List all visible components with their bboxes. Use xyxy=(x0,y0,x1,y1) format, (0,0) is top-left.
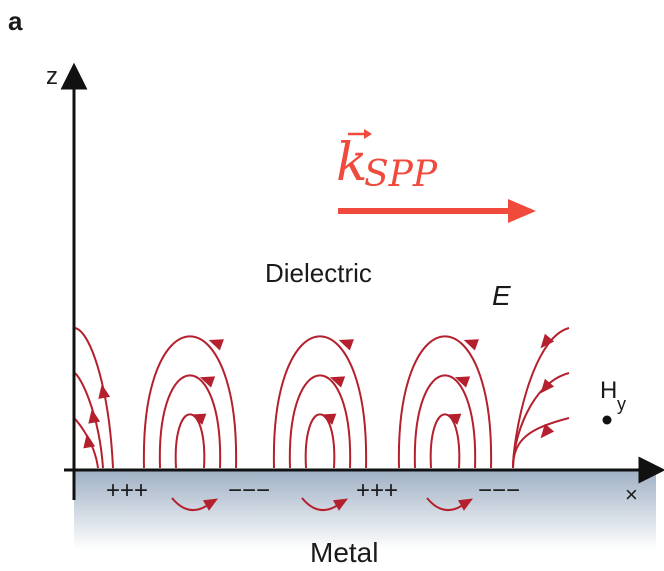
dielectric-label: Dielectric xyxy=(265,258,372,288)
panel-label: a xyxy=(8,6,23,36)
charge-group-4: −−− xyxy=(478,477,520,504)
e-field-label: E xyxy=(492,280,511,311)
x-axis-label: × xyxy=(625,482,638,507)
field-partial-arrowhead xyxy=(540,378,555,394)
field-partial-arrowhead xyxy=(540,333,555,349)
field-arch-arrowhead xyxy=(463,339,479,351)
h-field-dot xyxy=(602,415,612,425)
field-partial-arrowhead xyxy=(540,423,555,439)
field-arch-arrowhead xyxy=(454,376,471,388)
field-arch-arrowhead xyxy=(208,339,224,351)
k-vector-overarrow-head xyxy=(364,129,372,139)
field-arch-line xyxy=(272,335,368,469)
field-arch-line xyxy=(174,413,206,469)
field-partial-arrowhead xyxy=(98,384,111,399)
field-arch-arrowhead xyxy=(321,413,337,425)
field-arch-line xyxy=(429,413,461,469)
k-spp-label: k SPP xyxy=(336,129,438,195)
field-arch-arrowhead xyxy=(199,376,216,388)
charge-group-2: −−− xyxy=(228,477,270,504)
metal-slab xyxy=(74,470,656,550)
electric-field-lines xyxy=(73,327,570,511)
field-partial-arrowhead xyxy=(83,433,96,449)
field-arch-line xyxy=(304,413,336,469)
field-partial-line xyxy=(512,327,570,469)
field-arch-arrowhead xyxy=(191,413,207,425)
k-symbol: k xyxy=(336,133,368,193)
field-arch-line xyxy=(413,374,477,469)
k-spp-arrowhead xyxy=(508,199,536,223)
field-return-arrowhead xyxy=(457,498,474,511)
field-arch-line xyxy=(397,335,493,469)
field-return-arrowhead xyxy=(202,498,219,511)
charge-group-3: +++ xyxy=(356,477,398,504)
field-arch-line xyxy=(288,374,352,469)
field-arch-arrowhead xyxy=(338,339,354,351)
field-arch-line xyxy=(158,374,222,469)
field-line-arrowheads xyxy=(83,333,555,511)
field-partial-arrowhead xyxy=(88,408,101,424)
h-field-label: H xyxy=(600,377,617,404)
field-partial-line xyxy=(512,417,570,469)
field-return-arrowhead xyxy=(332,498,349,511)
h-field-subscript: y xyxy=(617,394,626,414)
field-arch-line xyxy=(142,335,238,469)
field-partial-line xyxy=(73,372,104,469)
k-subscript: SPP xyxy=(364,154,438,195)
charge-group-1: +++ xyxy=(106,477,148,504)
field-arch-arrowhead xyxy=(446,413,462,425)
metal-label: Metal xyxy=(310,537,378,568)
field-arch-arrowhead xyxy=(329,376,346,388)
field-partial-line xyxy=(73,327,114,469)
z-axis-label: z xyxy=(46,63,58,90)
